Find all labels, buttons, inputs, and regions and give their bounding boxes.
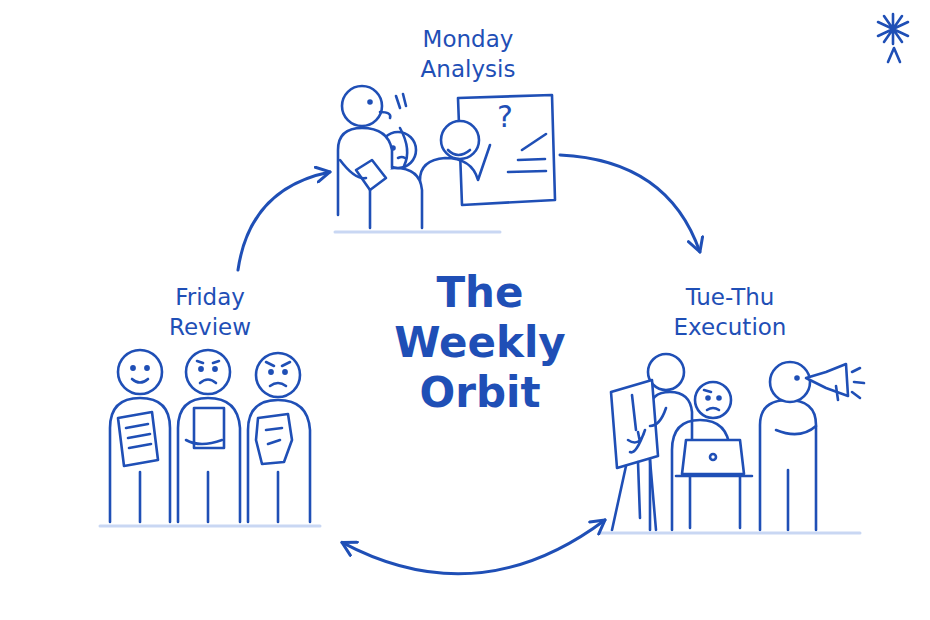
stage-label: Monday Analysis	[393, 24, 543, 84]
diagram-title: The Weekly Orbit	[380, 268, 580, 418]
stage-node: Friday Review	[80, 270, 342, 548]
analysis-scene	[338, 86, 555, 228]
review-scene	[110, 350, 310, 522]
stage-node: Tue-Thu Execution	[605, 252, 865, 532]
board-mark: ?	[497, 100, 513, 134]
stage-label: Friday Review	[150, 282, 270, 342]
execution-scene	[611, 354, 864, 530]
orbit-arrow	[238, 172, 330, 270]
orbit-arrow	[342, 520, 605, 574]
stage-node: Monday Analysis	[330, 22, 560, 232]
ground-shadow	[100, 232, 860, 533]
stage-label: Tue-Thu Execution	[655, 282, 805, 342]
orbit-arrow	[560, 155, 700, 252]
logo-mark	[878, 14, 908, 62]
